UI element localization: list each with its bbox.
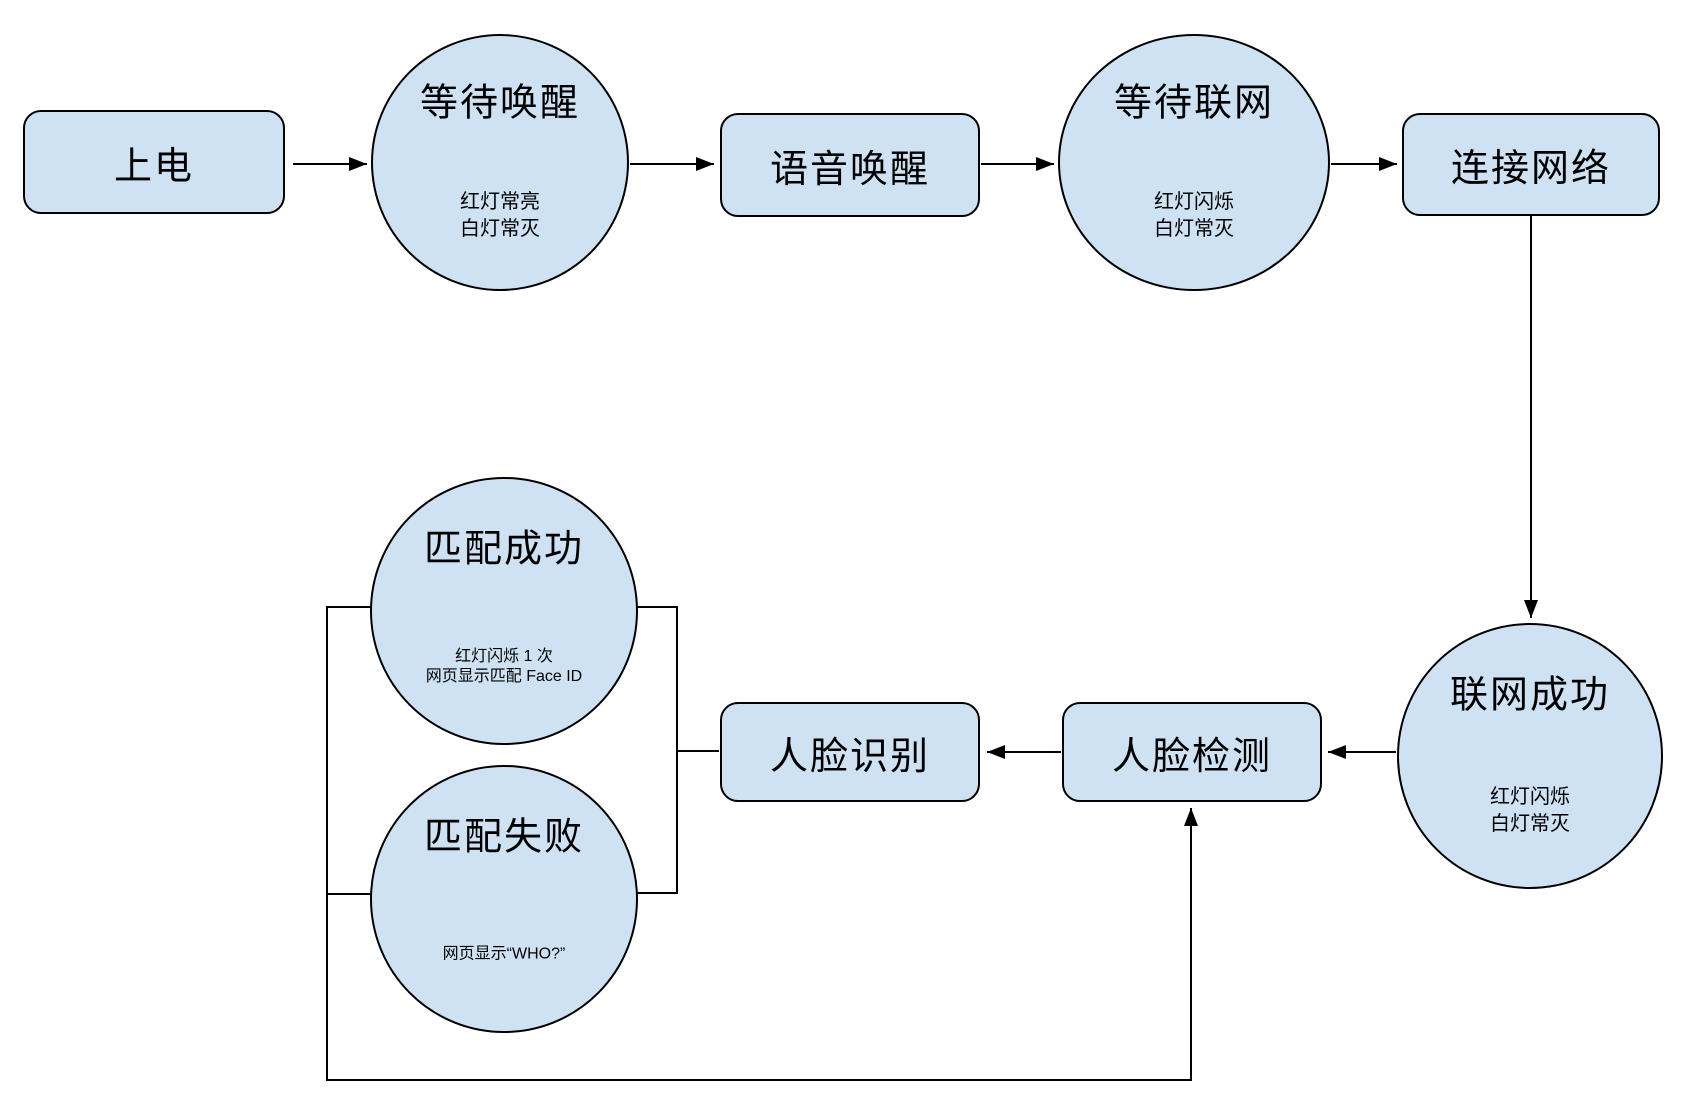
node-wait-wake-title: 等待唤醒: [419, 82, 580, 125]
node-network-success: 联网成功 红灯闪烁 白灯常灭: [1397, 623, 1663, 889]
loop-match-results-to-face-detect: [326, 606, 1198, 1081]
subtext-line: 红灯常亮: [460, 190, 540, 213]
node-wait-network-title: 等待联网: [1113, 82, 1274, 125]
node-face-recognize: 人脸识别: [720, 702, 980, 802]
node-connect-network-label: 连接网络: [1450, 148, 1611, 190]
subtext-line: 白灯常灭: [460, 217, 540, 240]
node-wait-wake-subtext: 红灯常亮 白灯常灭: [373, 189, 627, 243]
subtext-line: 白灯常灭: [1490, 813, 1570, 836]
node-network-success-title: 联网成功: [1449, 674, 1610, 716]
node-face-recognize-label: 人脸识别: [769, 735, 930, 778]
node-match-success-subtext: 红灯闪烁 1 次 网页显示匹配 Face ID: [372, 647, 636, 685]
node-face-detect: 人脸检测: [1062, 702, 1322, 802]
node-match-fail: 匹配失败 网页显示“WHO?”: [370, 765, 638, 1033]
node-match-success: 匹配成功 红灯闪烁 1 次 网页显示匹配 Face ID: [370, 477, 638, 745]
node-wait-network: 等待联网 红灯闪烁 白灯常灭: [1058, 34, 1330, 291]
node-network-success-subtext: 红灯闪烁 白灯常灭: [1399, 784, 1661, 838]
node-match-fail-title: 匹配失败: [423, 816, 584, 859]
node-power-on: 上电: [23, 110, 285, 214]
bracket-match-results-right: [637, 606, 678, 894]
subtext-line: 白灯常灭: [1154, 217, 1234, 240]
node-match-fail-subtext: 网页显示“WHO?”: [372, 945, 636, 964]
subtext-line: 网页显示匹配 Face ID: [425, 667, 583, 685]
subtext-line: 网页显示“WHO?”: [442, 945, 566, 963]
node-voice-wake: 语音唤醒: [720, 113, 980, 217]
subtext-line: 红灯闪烁: [1490, 786, 1570, 809]
node-match-success-title: 匹配成功: [423, 528, 584, 571]
node-voice-wake-label: 语音唤醒: [769, 148, 930, 191]
node-face-detect-label: 人脸检测: [1111, 735, 1272, 778]
node-wait-network-subtext: 红灯闪烁 白灯常灭: [1060, 189, 1328, 243]
node-connect-network: 连接网络: [1402, 113, 1660, 216]
subtext-line: 红灯闪烁 1 次: [455, 648, 553, 666]
node-wait-wake: 等待唤醒 红灯常亮 白灯常灭: [371, 34, 629, 291]
node-power-on-label: 上电: [113, 145, 194, 188]
subtext-line: 红灯闪烁: [1154, 190, 1234, 213]
